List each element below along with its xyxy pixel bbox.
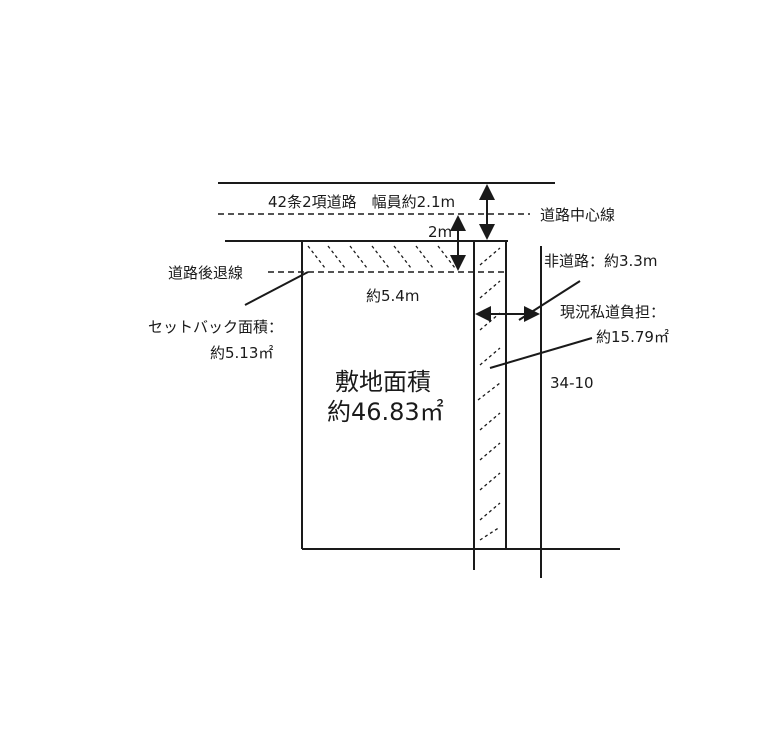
site-area-title: 敷地面積 — [335, 368, 431, 396]
setback-area: 約5.13㎡ — [210, 344, 273, 362]
frontage-label: 約5.4m — [366, 287, 419, 305]
setback-hatch — [307, 245, 456, 269]
leader-lines — [244, 271, 593, 369]
setback-line-label: 道路後退線 — [168, 264, 243, 282]
road-label: 42条2項道路 幅員約2.1m — [268, 193, 455, 211]
setback-area-title: セットバック面積： — [148, 318, 283, 336]
boundary-lines — [218, 182, 620, 578]
two-m-label: 2m — [428, 223, 452, 241]
center-line-label: 道路中心線 — [540, 206, 615, 224]
lot-number: 34-10 — [550, 374, 594, 392]
private-road-title: 現況私道負担： — [560, 303, 665, 321]
dimension-arrows — [450, 184, 540, 322]
non-road-label: 非道路：約3.3m — [544, 252, 657, 270]
site-area: 約46.83㎡ — [327, 398, 444, 426]
private-road-area: 約15.79㎡ — [596, 328, 669, 346]
private-road-hatch — [477, 247, 501, 541]
